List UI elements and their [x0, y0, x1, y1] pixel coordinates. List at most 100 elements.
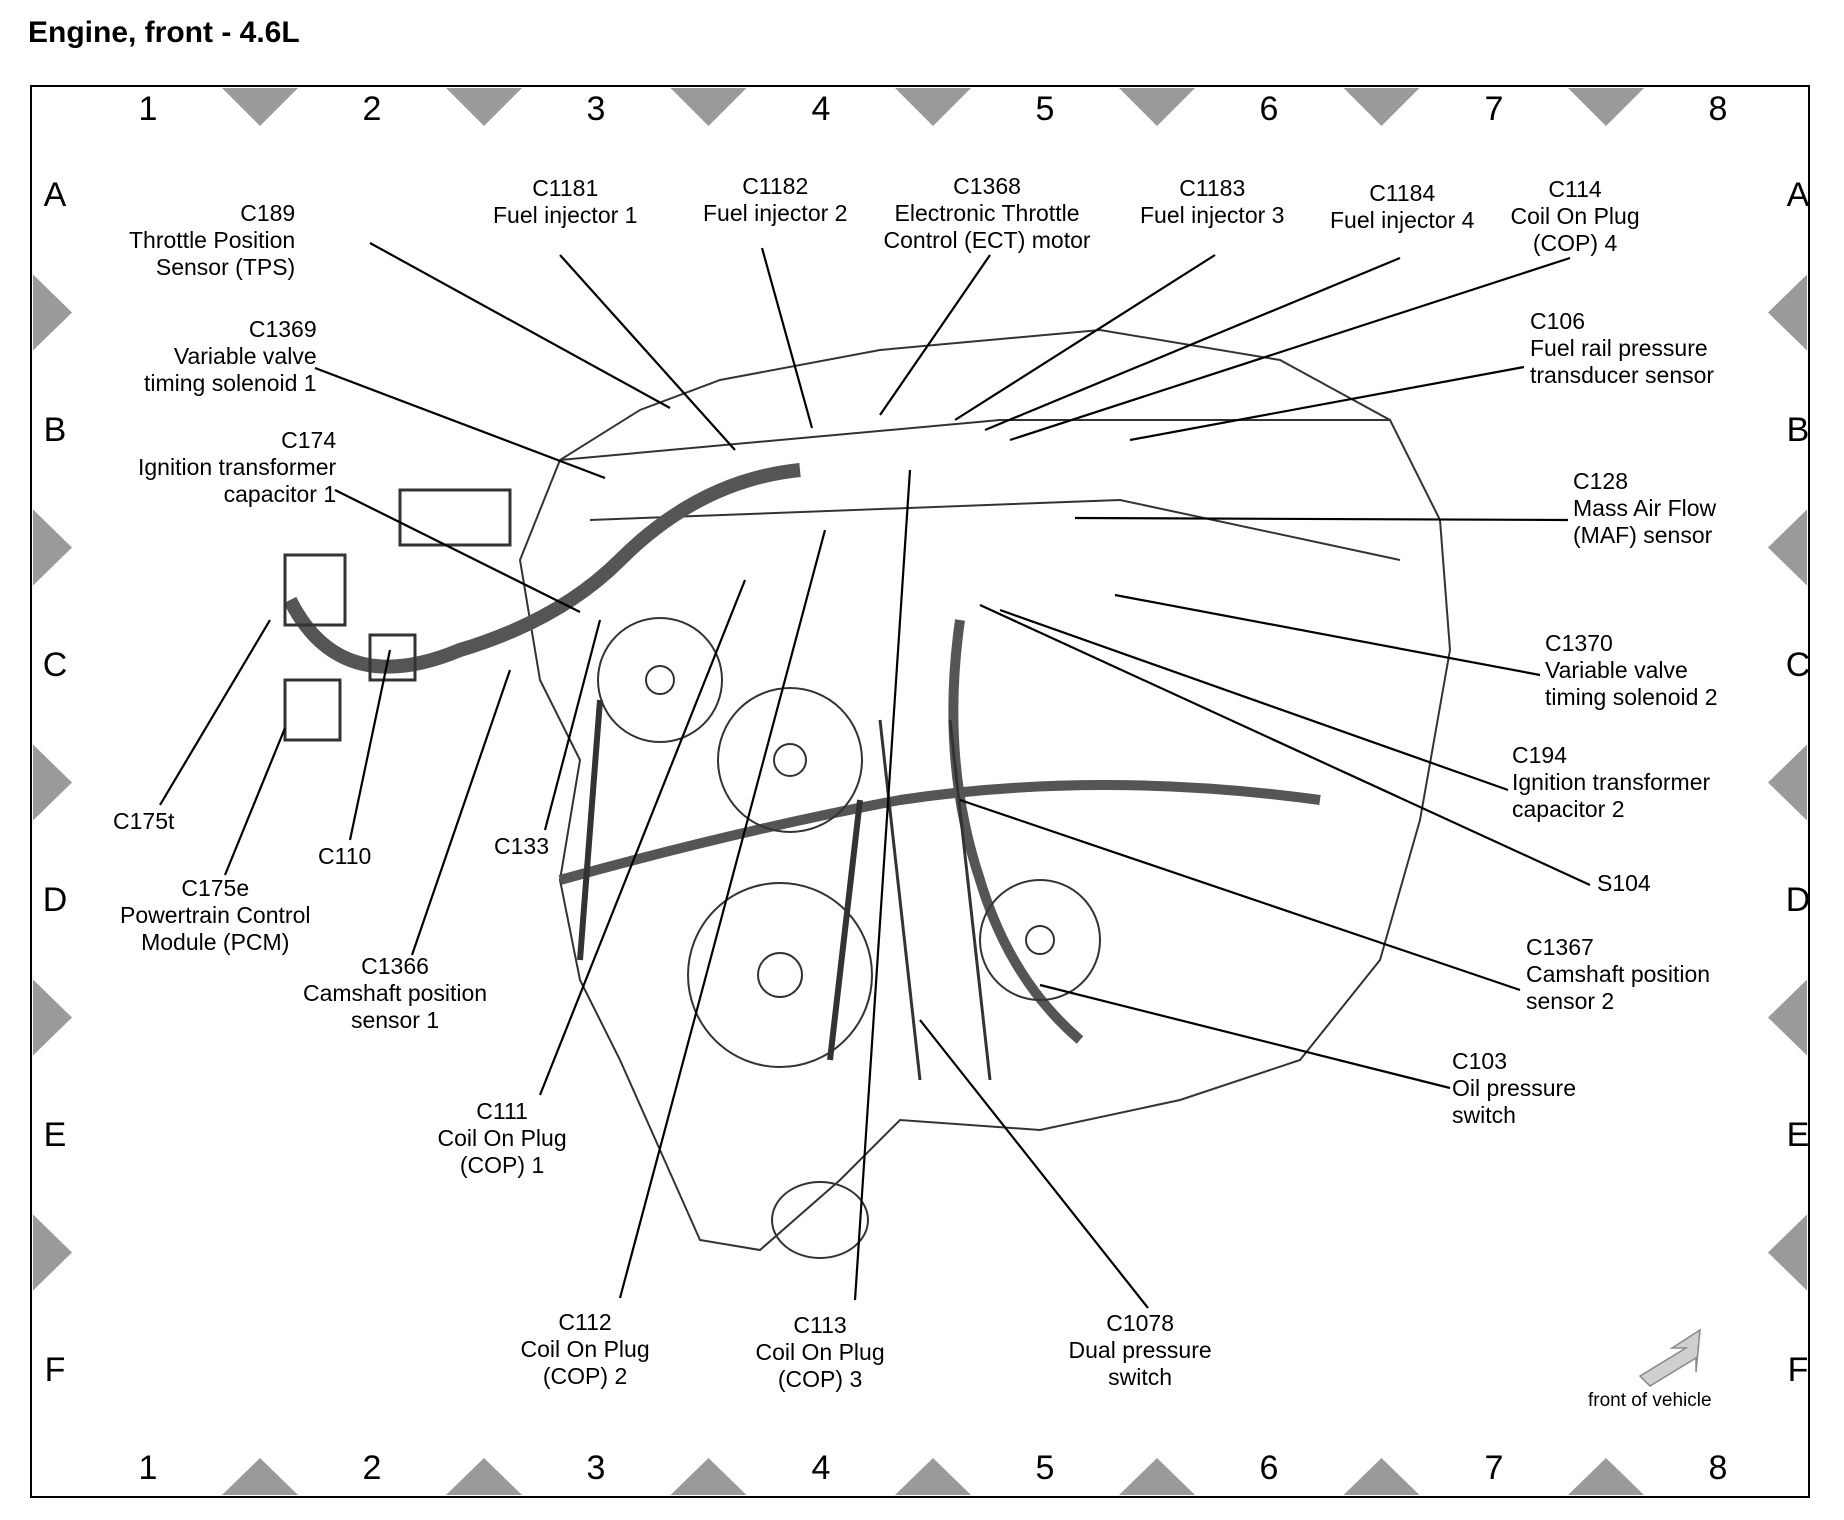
grid-row-left-E: E: [43, 1116, 67, 1154]
leader-line-c175e: [223, 727, 287, 876]
connector-description: (COP) 4: [1532, 230, 1618, 256]
connector-id: C1368: [953, 173, 1021, 199]
connector-id: C174: [281, 427, 337, 453]
connector-description: Fuel injector 4: [1330, 207, 1475, 233]
connector-id: C1184: [1369, 180, 1436, 206]
marker-bottom-3: [670, 1458, 747, 1495]
connector-description: (MAF) sensor: [1573, 522, 1713, 548]
leader-line-s104: [979, 604, 1591, 886]
grid-markers: [33, 88, 1807, 1495]
leader-line-c1183: [954, 254, 1216, 421]
connector-id: C175e: [181, 875, 250, 901]
front-of-vehicle-label: front of vehicle: [1588, 1390, 1712, 1411]
connector-description: Throttle Position: [129, 227, 296, 253]
page-title: Engine, front - 4.6L: [28, 16, 300, 49]
connector-description: Dual pressure: [1068, 1337, 1212, 1363]
leader-line-c113: [853, 469, 912, 1301]
connector-id: C111: [476, 1098, 528, 1124]
grid-col-top-1: 1: [138, 90, 158, 128]
marker-right-1: [1768, 274, 1807, 351]
leader-line-c106: [1129, 365, 1525, 442]
marker-top-1: [222, 88, 298, 126]
connector-id: C1367: [1526, 934, 1594, 960]
connector-id: C189: [240, 200, 296, 226]
leader-line-c1181: [559, 254, 736, 451]
grid-row-right-A: A: [1786, 176, 1810, 214]
grid-row-left-A: A: [43, 176, 67, 214]
marker-top-5: [1119, 88, 1195, 126]
marker-right-2: [1768, 509, 1807, 586]
connector-description: Sensor (TPS): [155, 254, 296, 280]
connector-description: Camshaft position: [1526, 961, 1711, 987]
grid-row-right-C: C: [1785, 646, 1811, 684]
connector-description: (COP) 1: [459, 1152, 545, 1178]
grid-row-right-D: D: [1785, 881, 1811, 919]
connector-id: C1183: [1179, 175, 1246, 201]
connector-description: Coil On Plug: [755, 1339, 885, 1365]
connector-id: C114: [1548, 176, 1602, 202]
connector-description: Fuel injector 1: [493, 202, 638, 228]
grid-col-bottom-1: 1: [138, 1449, 158, 1487]
grid-row-left-B: B: [43, 411, 67, 449]
leader-line-c1366: [410, 669, 512, 956]
connector-description: Coil On Plug: [437, 1125, 567, 1151]
connector-description: Electronic Throttle: [894, 200, 1080, 226]
connector-description: Ignition transformer: [138, 454, 337, 480]
marker-bottom-2: [446, 1458, 522, 1495]
grid-col-top-4: 4: [811, 90, 831, 128]
grid-col-top-8: 8: [1708, 90, 1728, 128]
leader-line-c103: [1039, 983, 1451, 1090]
grid-col-bottom-7: 7: [1484, 1449, 1504, 1487]
marker-right-4: [1768, 979, 1807, 1056]
marker-bottom-4: [895, 1458, 971, 1495]
connector-description: timing solenoid 2: [1545, 684, 1718, 710]
leader-line-c112: [618, 529, 827, 1299]
connector-id: S104: [1597, 870, 1651, 896]
connector-description: switch: [1452, 1102, 1516, 1128]
connector-id: C133: [494, 833, 549, 859]
leader-line-c1370: [1114, 593, 1541, 677]
marker-left-3: [33, 744, 72, 821]
marker-left-1: [33, 274, 72, 351]
grid-row-right-B: B: [1786, 411, 1810, 449]
leader-line-c174: [334, 489, 581, 613]
connector-description: transducer sensor: [1530, 362, 1715, 388]
connector-id: C103: [1452, 1048, 1507, 1074]
grid-row-left-F: F: [44, 1351, 66, 1389]
leader-line-c1182: [760, 247, 814, 429]
connector-description: Module (PCM): [141, 929, 290, 955]
connector-description: sensor 2: [1526, 988, 1615, 1014]
connector-description: Coil On Plug: [1510, 203, 1640, 229]
leader-line-c194: [999, 608, 1509, 792]
grid-col-bottom-2: 2: [362, 1449, 382, 1487]
grid-row-left-C: C: [42, 646, 68, 684]
marker-bottom-5: [1119, 1458, 1195, 1495]
callout-c110: C110: [318, 843, 371, 870]
callout-s104: S104: [1597, 870, 1651, 897]
connector-id: C175t: [113, 808, 175, 834]
grid-row-right-E: E: [1786, 1116, 1810, 1154]
marker-left-5: [33, 1214, 72, 1291]
connector-description: Powertrain Control: [120, 902, 311, 928]
marker-left-4: [33, 979, 72, 1056]
connector-description: capacitor 2: [1512, 796, 1625, 822]
marker-bottom-6: [1343, 1458, 1420, 1495]
connector-description: Control (ECT) motor: [883, 227, 1091, 253]
connector-description: Oil pressure: [1452, 1075, 1576, 1101]
connector-description: timing solenoid 1: [144, 370, 317, 396]
connector-description: sensor 1: [350, 1007, 440, 1033]
